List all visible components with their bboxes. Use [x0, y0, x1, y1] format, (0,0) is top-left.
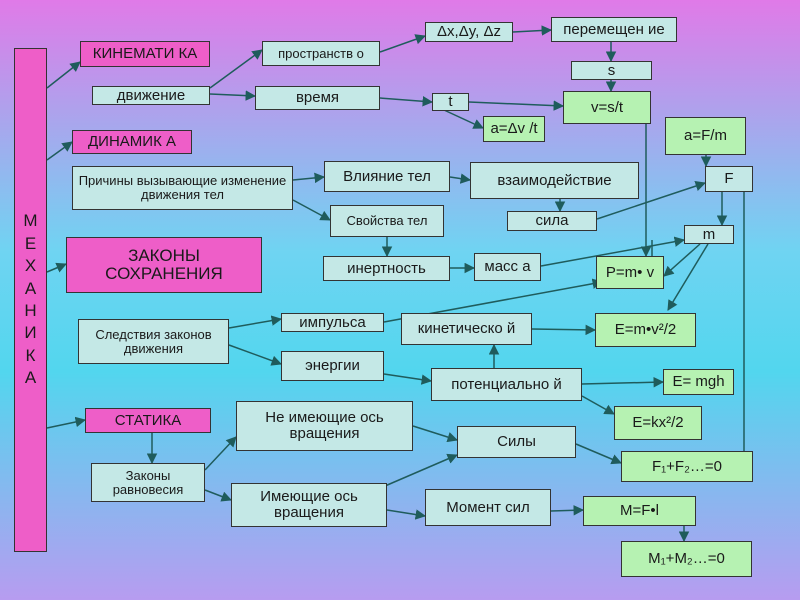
force-symbol-box: F: [705, 166, 753, 192]
newton-second-law-box: a=F/m: [665, 117, 746, 155]
forces-sum-formula-box: F₁+F₂…=0: [621, 451, 753, 482]
elastic-energy-formula-box: E=kx²/2: [614, 406, 702, 440]
statics-heading: СТАТИКА: [85, 408, 211, 433]
mechanics-letter: Н: [24, 301, 37, 320]
no-rotation-axis-box: Не имеющие ось вращения: [236, 401, 413, 451]
properties-box: Свойства тел: [330, 205, 444, 237]
acceleration-formula-box: a=Δv /t: [483, 116, 545, 142]
kinematics-heading: КИНЕМАТИ КА: [80, 41, 210, 67]
interaction-box: взаимодействие: [470, 162, 639, 199]
moments-sum-formula-box: M₁+M₂…=0: [621, 541, 752, 577]
momentum-formula-box: P=m• v: [596, 256, 664, 289]
velocity-formula-box: v=s/t: [563, 91, 651, 124]
mechanics-letter: К: [25, 345, 36, 365]
with-rotation-axis-box: Имеющие ось вращения: [231, 483, 387, 527]
delta-coordinates-box: Δx,Δy, Δz: [425, 22, 513, 42]
equilibrium-laws-box: Законы равновесия: [91, 463, 205, 502]
causes-box: Причины вызывающие изменение движения те…: [72, 166, 293, 210]
mechanics-column: М Е Х А Н И К А: [14, 48, 47, 552]
consequences-box: Следствия законов движения: [78, 319, 229, 364]
inertness-box: инертность: [323, 256, 450, 281]
time-symbol-box: t: [432, 93, 469, 111]
mechanics-letter: Е: [24, 233, 37, 253]
force-word-box: сила: [507, 211, 597, 231]
conservation-laws-heading: ЗАКОНЫ СОХРАНЕНИЯ: [66, 237, 262, 293]
forces-box: Силы: [457, 426, 576, 458]
momentum-word-box: импульса: [281, 313, 384, 332]
movement-box: движение: [92, 86, 210, 105]
mechanics-letter: И: [24, 323, 37, 343]
dynamics-heading: ДИНАМИК А: [72, 130, 192, 154]
mechanics-letter: Х: [24, 256, 37, 276]
mass-symbol-box: m: [684, 225, 734, 244]
kinetic-box: кинетическо й: [401, 313, 532, 345]
time-box: время: [255, 86, 380, 110]
influence-box: Влияние тел: [324, 161, 450, 192]
potential-box: потенциально й: [431, 368, 582, 401]
mass-word-box: масс а: [474, 253, 541, 281]
displacement-symbol-box: s: [571, 61, 652, 80]
energy-box: энергии: [281, 351, 384, 381]
kinetic-energy-formula-box: E=m•v²/2: [595, 313, 696, 347]
space-box: пространств о: [262, 41, 380, 66]
mechanics-letter: М: [23, 211, 38, 231]
mechanics-letter: А: [24, 368, 37, 388]
displacement-box: перемещен ие: [551, 17, 677, 42]
potential-energy-formula-box: E= mgh: [663, 369, 734, 395]
moment-box: Момент сил: [425, 489, 551, 526]
mechanics-letter: А: [24, 278, 37, 298]
moment-formula-box: M=F•l: [583, 496, 696, 526]
